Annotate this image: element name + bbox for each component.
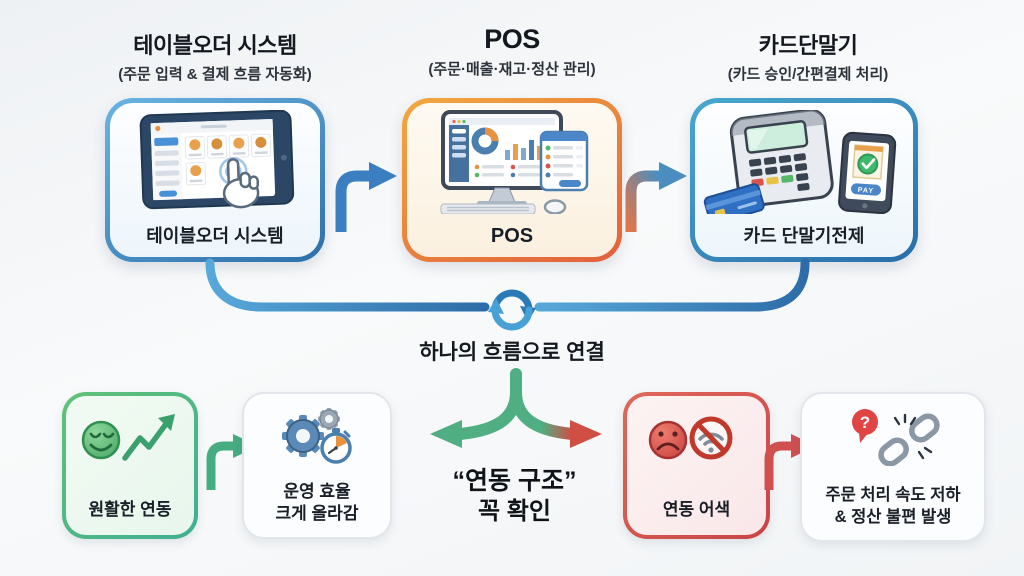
flow-label: 하나의 흐름으로 연결: [419, 341, 605, 364]
touch-hand-icon: [222, 158, 260, 209]
svg-text:?: ?: [860, 413, 870, 432]
good-effect-line2: 크게 올라감: [275, 503, 359, 523]
sad-face-icon: [648, 420, 687, 460]
trend-up-icon: [122, 414, 175, 461]
gear-small-icon: [318, 408, 340, 430]
gears-stopwatch-icon: [282, 408, 352, 464]
decision-label: “연동 구조” 꼭 확인: [397, 466, 632, 527]
smiley-icon: [81, 420, 121, 460]
decision-check-text: 꼭 확인: [478, 498, 551, 526]
tablet-order-icon: [139, 110, 295, 210]
bad-effect-line2: & 정산 불편 발생: [834, 507, 952, 526]
flow-bus-line: [205, 258, 810, 312]
bad-effect-line1: 주문 처리 속도 저하: [825, 486, 961, 505]
decision-quote-text: “연동 구조”: [452, 467, 577, 495]
good-effect-line1: 운영 효율: [283, 481, 351, 501]
header-table-order: 테이블오더 시스템 (주문 입력 & 결제 흐름 자동화): [65, 28, 365, 84]
table-order-subtitle: (주문 입력 & 결제 흐름 자동화): [118, 66, 312, 83]
sync-icon: [488, 289, 536, 331]
card-terminal-box: PAY 카드 단말기전제: [690, 98, 918, 262]
bad-effect-box: ? 주문 처리 속도 저하 & 정산 불편 발생: [800, 392, 986, 542]
broken-chain-icon: [878, 413, 940, 466]
smiley-trend-icon: [81, 414, 175, 461]
smartphone-pay-icon: PAY: [838, 131, 897, 214]
card-terminal-icon: PAY: [703, 110, 897, 214]
pos-box-label: POS: [490, 225, 534, 247]
card-terminal-subtitle: (카드 승인/간편결제 처리): [727, 66, 889, 83]
good-effect-label: 운영 효율 크게 올라감: [276, 481, 359, 525]
stopwatch-icon: [320, 428, 352, 464]
no-signal-icon: [689, 416, 732, 460]
bad-cause-box: 연동 어색: [623, 392, 770, 539]
arrow-tableorder-to-pos-icon: [335, 162, 397, 232]
header-pos: POS (주문·매출·재고·정산 관리): [362, 24, 662, 79]
branch-arrow-icon: [430, 368, 602, 448]
table-order-box: 테이블오더 시스템: [105, 98, 325, 262]
gear-large-icon: [282, 415, 324, 457]
card-terminal-box-label: 카드 단말기전제: [743, 226, 865, 246]
pos-computer-icon: [440, 110, 589, 214]
pos-side-panel-icon: [539, 130, 589, 192]
bad-cause-label: 연동 어색: [662, 499, 731, 519]
bad-effect-label: 주문 처리 속도 저하 & 정산 불편 발생: [825, 485, 960, 528]
pos-title: POS: [484, 24, 540, 54]
pos-box: POS: [402, 98, 622, 262]
table-order-title: 테이블오더 시스템: [133, 33, 297, 58]
good-cause-label: 원활한 연동: [88, 499, 172, 519]
sadface-nosignal-icon: [648, 416, 732, 460]
pay-button-label: PAY: [858, 187, 875, 195]
question-brokenchain-icon: ?: [852, 409, 940, 466]
header-card-terminal: 카드단말기 (카드 승인/간편결제 처리): [658, 28, 958, 84]
pos-subtitle: (주문·매출·재고·정산 관리): [428, 61, 596, 78]
good-cause-box: 원활한 연동: [62, 392, 198, 539]
arrow-pos-to-terminal-icon: [625, 162, 687, 232]
credit-card-icon: [703, 183, 765, 214]
good-effect-box: 운영 효율 크게 올라감: [242, 392, 392, 539]
question-mark-icon: ?: [852, 409, 878, 443]
card-terminal-title: 카드단말기: [758, 33, 858, 58]
table-order-box-label: 테이블오더 시스템: [146, 226, 284, 246]
